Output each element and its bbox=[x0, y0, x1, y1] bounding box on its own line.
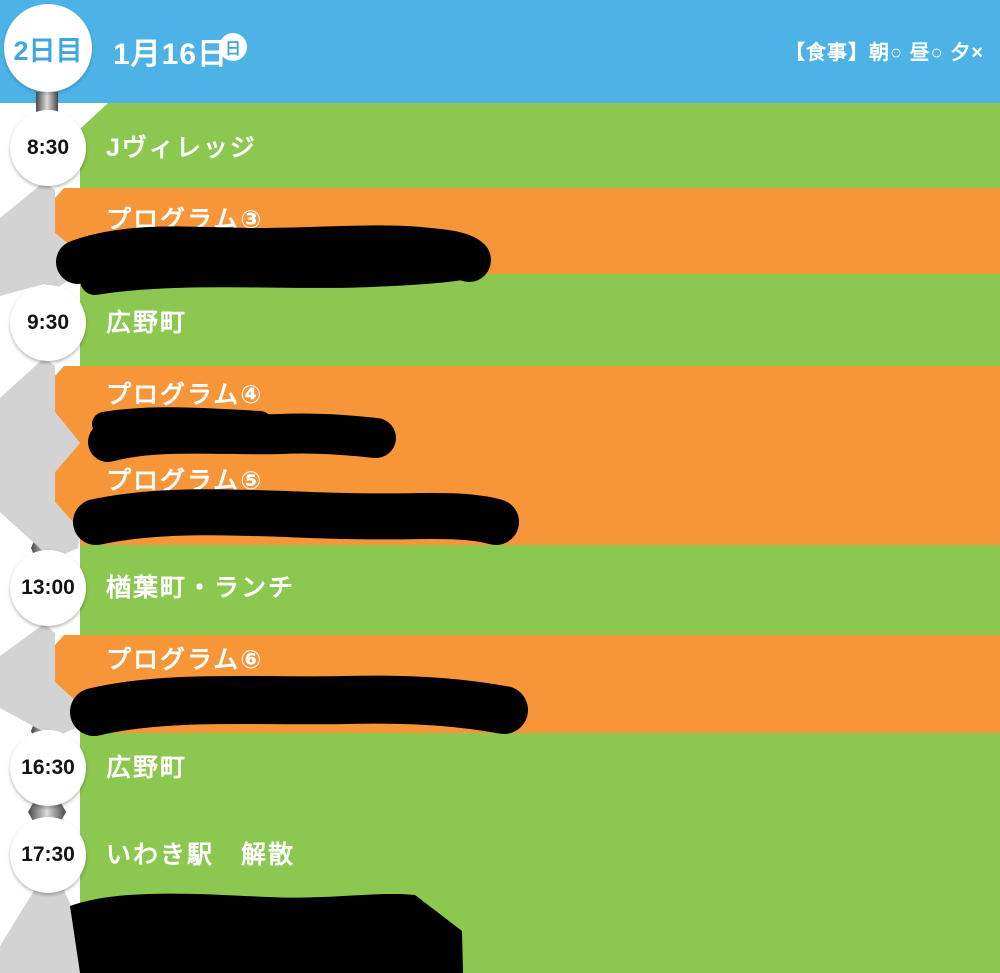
header-bar bbox=[0, 0, 1000, 103]
redaction-scribble-bottom bbox=[70, 893, 463, 973]
ribbon-fold bbox=[0, 884, 100, 973]
redaction-scribble bbox=[73, 489, 519, 545]
time-text: 9:30 bbox=[26, 311, 70, 334]
time-text: 8:30 bbox=[26, 136, 70, 159]
meals-legend: 【食事】朝○ 昼○ 夕× bbox=[785, 42, 984, 64]
place-label-naraha: 楢葉町・ランチ bbox=[106, 574, 296, 602]
weekday-sunday-badge: 日 bbox=[219, 33, 247, 61]
place-label-hirono-am: 広野町 bbox=[106, 309, 188, 337]
time-circle-0930: 9:30 bbox=[10, 285, 86, 361]
ribbon-fold bbox=[0, 624, 80, 737]
time-circle-0830: 8:30 bbox=[10, 110, 86, 186]
band-place-hirono-am bbox=[80, 274, 1000, 366]
place-label-jvillage: Jヴィレッジ bbox=[106, 134, 257, 162]
redaction-scribble bbox=[88, 413, 396, 462]
band-place-jvillage bbox=[80, 103, 1000, 188]
place-label-hirono-pm: 広野町 bbox=[106, 754, 188, 782]
redaction-scribble bbox=[80, 249, 481, 295]
day-number-badge: 2日目 bbox=[4, 4, 92, 92]
time-text: 16:30 bbox=[21, 756, 75, 779]
redaction-scribble bbox=[56, 225, 491, 284]
time-text: 17:30 bbox=[21, 843, 75, 866]
time-text: 13:00 bbox=[21, 576, 75, 599]
ribbon-joint bbox=[28, 803, 66, 821]
date-label: 1月16日 bbox=[113, 38, 229, 71]
time-circle-1730: 17:30 bbox=[10, 817, 86, 893]
place-label-iwaki: いわき駅 解散 bbox=[106, 841, 296, 869]
program-label-6: プログラム⑥ bbox=[106, 646, 264, 674]
redaction-scribble bbox=[70, 675, 528, 736]
program-label-4: プログラム④ bbox=[106, 381, 264, 409]
time-circle-1630: 16:30 bbox=[10, 730, 86, 806]
band-place-naraha bbox=[80, 545, 1000, 635]
redaction-scribble bbox=[92, 407, 272, 436]
time-circle-1300: 13:00 bbox=[10, 550, 86, 626]
ribbon-fold bbox=[0, 358, 80, 558]
